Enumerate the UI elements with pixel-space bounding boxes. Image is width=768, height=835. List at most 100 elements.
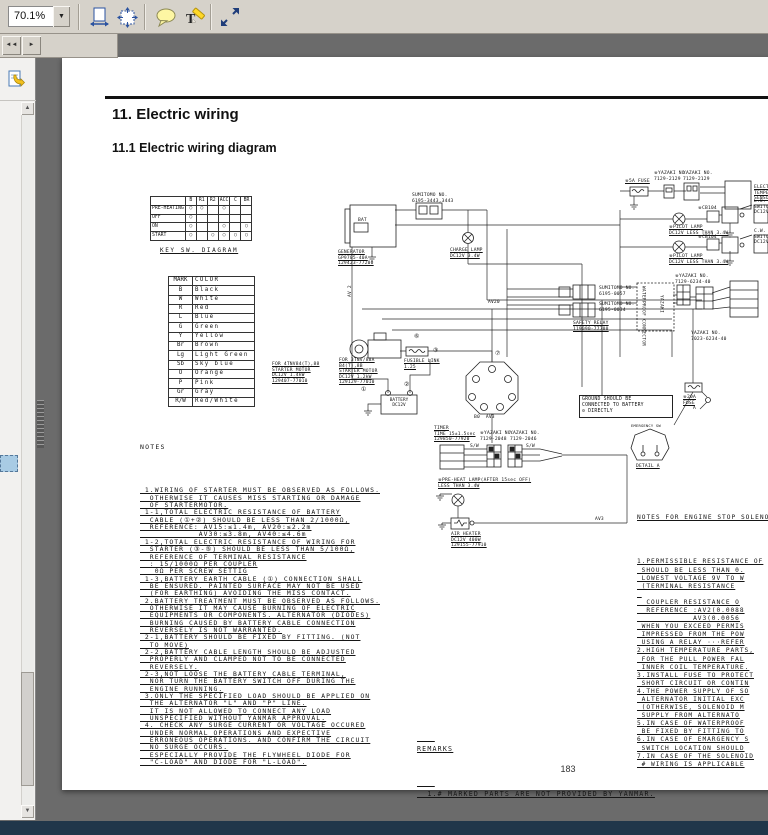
temp-sensor-connectors [663, 180, 752, 210]
cb104-label-1: ※CB104 [698, 206, 717, 211]
lo-press-switch-label: L.O. PRESSSWITCHDC12V [754, 199, 768, 215]
safety-relay-connectors [558, 284, 596, 318]
fusible-link-symbol [405, 346, 429, 357]
page-header-rule [105, 96, 768, 99]
yazaki-6234-label: ※YAZAKI NO.7129-6234-40 [675, 274, 711, 285]
key-switch-symbol [465, 361, 519, 415]
page-number: 183 [560, 764, 576, 774]
yazaki-2129-label-right: YAZAKI NO.7129-2129 [683, 171, 713, 182]
notes-lines: 1.WIRING OF STARTER MUST BE OBSERVED AS … [140, 486, 380, 767]
charge-lamp-symbol [462, 232, 474, 244]
waterproof-brand-label: YAZAKI [659, 295, 665, 314]
remarks-title: REMARKS [417, 745, 454, 753]
pilot-lamp-symbols [672, 204, 768, 254]
emergency-switch-label: EMERGENCY SW [631, 423, 661, 428]
generator-symbol [344, 202, 443, 248]
wire-label-av3: AV3 [595, 517, 604, 522]
left-sidebar: ▲ ▼ [0, 58, 36, 820]
wire-label-av20: AV20 [488, 300, 500, 305]
remarks-block: REMARKS 1.# MARKED PARTS ARE NOT PROVIDE… [417, 709, 655, 835]
export-page-icon [8, 70, 25, 87]
sidebar-scroll-down-button[interactable]: ▼ [21, 805, 34, 818]
zoom-level-input[interactable]: 70.1% [8, 6, 54, 27]
fuse-5a-label: ※5A FUSE [625, 179, 650, 184]
sidebar-splitter-grip[interactable] [37, 400, 44, 448]
bat-terminal-label: BAT [358, 218, 367, 223]
toolbar-separator [144, 4, 146, 30]
fit-width-button[interactable] [86, 3, 113, 31]
highlight-text-icon: T [186, 7, 205, 27]
timer-connectors [439, 444, 523, 470]
page-nav-strip: ◄◄ ► [0, 34, 118, 58]
preheat-lamp-label: ※PRE-HEAT LAMP(AFTER 15sec OFF)LESS THAN… [438, 478, 532, 489]
circled-number-3: ③ [433, 347, 439, 354]
wiring-diagram [344, 180, 768, 530]
sidebar-divider [0, 100, 36, 101]
cw-temp-switch-label: C.W. TEMPSWITCHDC12V [754, 229, 768, 245]
sticky-note-icon [156, 8, 175, 27]
waterproof-connector-symbol [636, 280, 759, 332]
next-view-button[interactable]: ► [22, 36, 41, 55]
yazaki-6234b-label: YAZAKI NO.7023-6234-40 [691, 331, 727, 342]
fuse-20a-arrow-label: A [693, 406, 696, 411]
circled-number-1: ① [361, 386, 367, 393]
electric-temp-sensor-label: ELECTRICTEMPERATURESENSOR [754, 185, 768, 201]
page-title: 11. Electric wiring [112, 106, 239, 123]
svg-text:T: T [186, 12, 196, 27]
sumitomo-generator-label: SUMITOMO NO.6195-3443,3443 [412, 193, 454, 204]
engine-stop-notes-title: NOTES FOR ENGINE STOP SOLENOID [637, 514, 768, 521]
key-switch-table-caption: KEY SW. DIAGRAM [160, 247, 239, 254]
engine-stop-notes-block: NOTES FOR ENGINE STOP SOLENOID 1.PERMISS… [637, 478, 768, 805]
previous-view-button[interactable]: ◄◄ [2, 36, 21, 55]
fuse-20a-symbol [684, 382, 711, 403]
preheat-lamp-symbol [451, 493, 465, 507]
fit-page-icon [117, 6, 138, 28]
circled-number-6: ⑥ [414, 333, 420, 340]
cb104-label-2: ※CB104 [698, 235, 717, 240]
wire-label-sw-left: S/W [470, 444, 479, 449]
yazaki-2129-label-left: ※YAZAKI NO.7129-2129 [654, 171, 688, 182]
full-screen-button[interactable] [216, 3, 243, 31]
toolbar-separator [78, 4, 80, 30]
wire-label-b0-av3: B0 AV3 [474, 415, 495, 420]
fit-page-button[interactable] [114, 3, 141, 31]
emergency-switch-symbol [630, 428, 670, 461]
notes-block: NOTES 1.WIRING OF STARTER MUST BE OBSERV… [140, 408, 436, 802]
sidebar-scrollbar-track[interactable] [21, 102, 34, 818]
wiring-harness [351, 186, 731, 524]
sticky-note-button[interactable] [152, 3, 179, 31]
waterproof-connector-label: WATERPROOF CONNECTOR [641, 286, 647, 347]
notes-title: NOTES [140, 443, 166, 451]
sidebar-scroll-up-button[interactable]: ▲ [21, 102, 34, 115]
yazaki-2046-label: YAZAKI NO.7129-2046 [510, 431, 540, 442]
highlight-text-button[interactable]: T [180, 3, 207, 31]
yazaki-2048-label: ※YAZAKI NO.7129-2048 [480, 431, 514, 442]
fuse-5a-symbol [629, 186, 649, 197]
battery-symbol [380, 390, 418, 415]
export-page-button[interactable] [5, 69, 29, 93]
circled-number-2: ② [404, 381, 410, 388]
detail-a-label: DETAIL A [636, 464, 660, 469]
remarks-line: 1.# MARKED PARTS ARE NOT PROVIDED BY YAN… [417, 790, 655, 798]
bottom-taskbar-edge [0, 821, 768, 835]
page-thumbnail-selected[interactable] [0, 455, 18, 472]
zoom-dropdown-button[interactable]: ▼ [53, 6, 70, 27]
pdf-page: 11. Electric wiring 11.1 Electric wiring… [62, 57, 768, 798]
sidebar-scrollbar-thumb[interactable] [21, 672, 34, 786]
main-toolbar: 70.1% ▼ T [0, 0, 768, 34]
circled-number-7: ⑦ [495, 350, 501, 357]
